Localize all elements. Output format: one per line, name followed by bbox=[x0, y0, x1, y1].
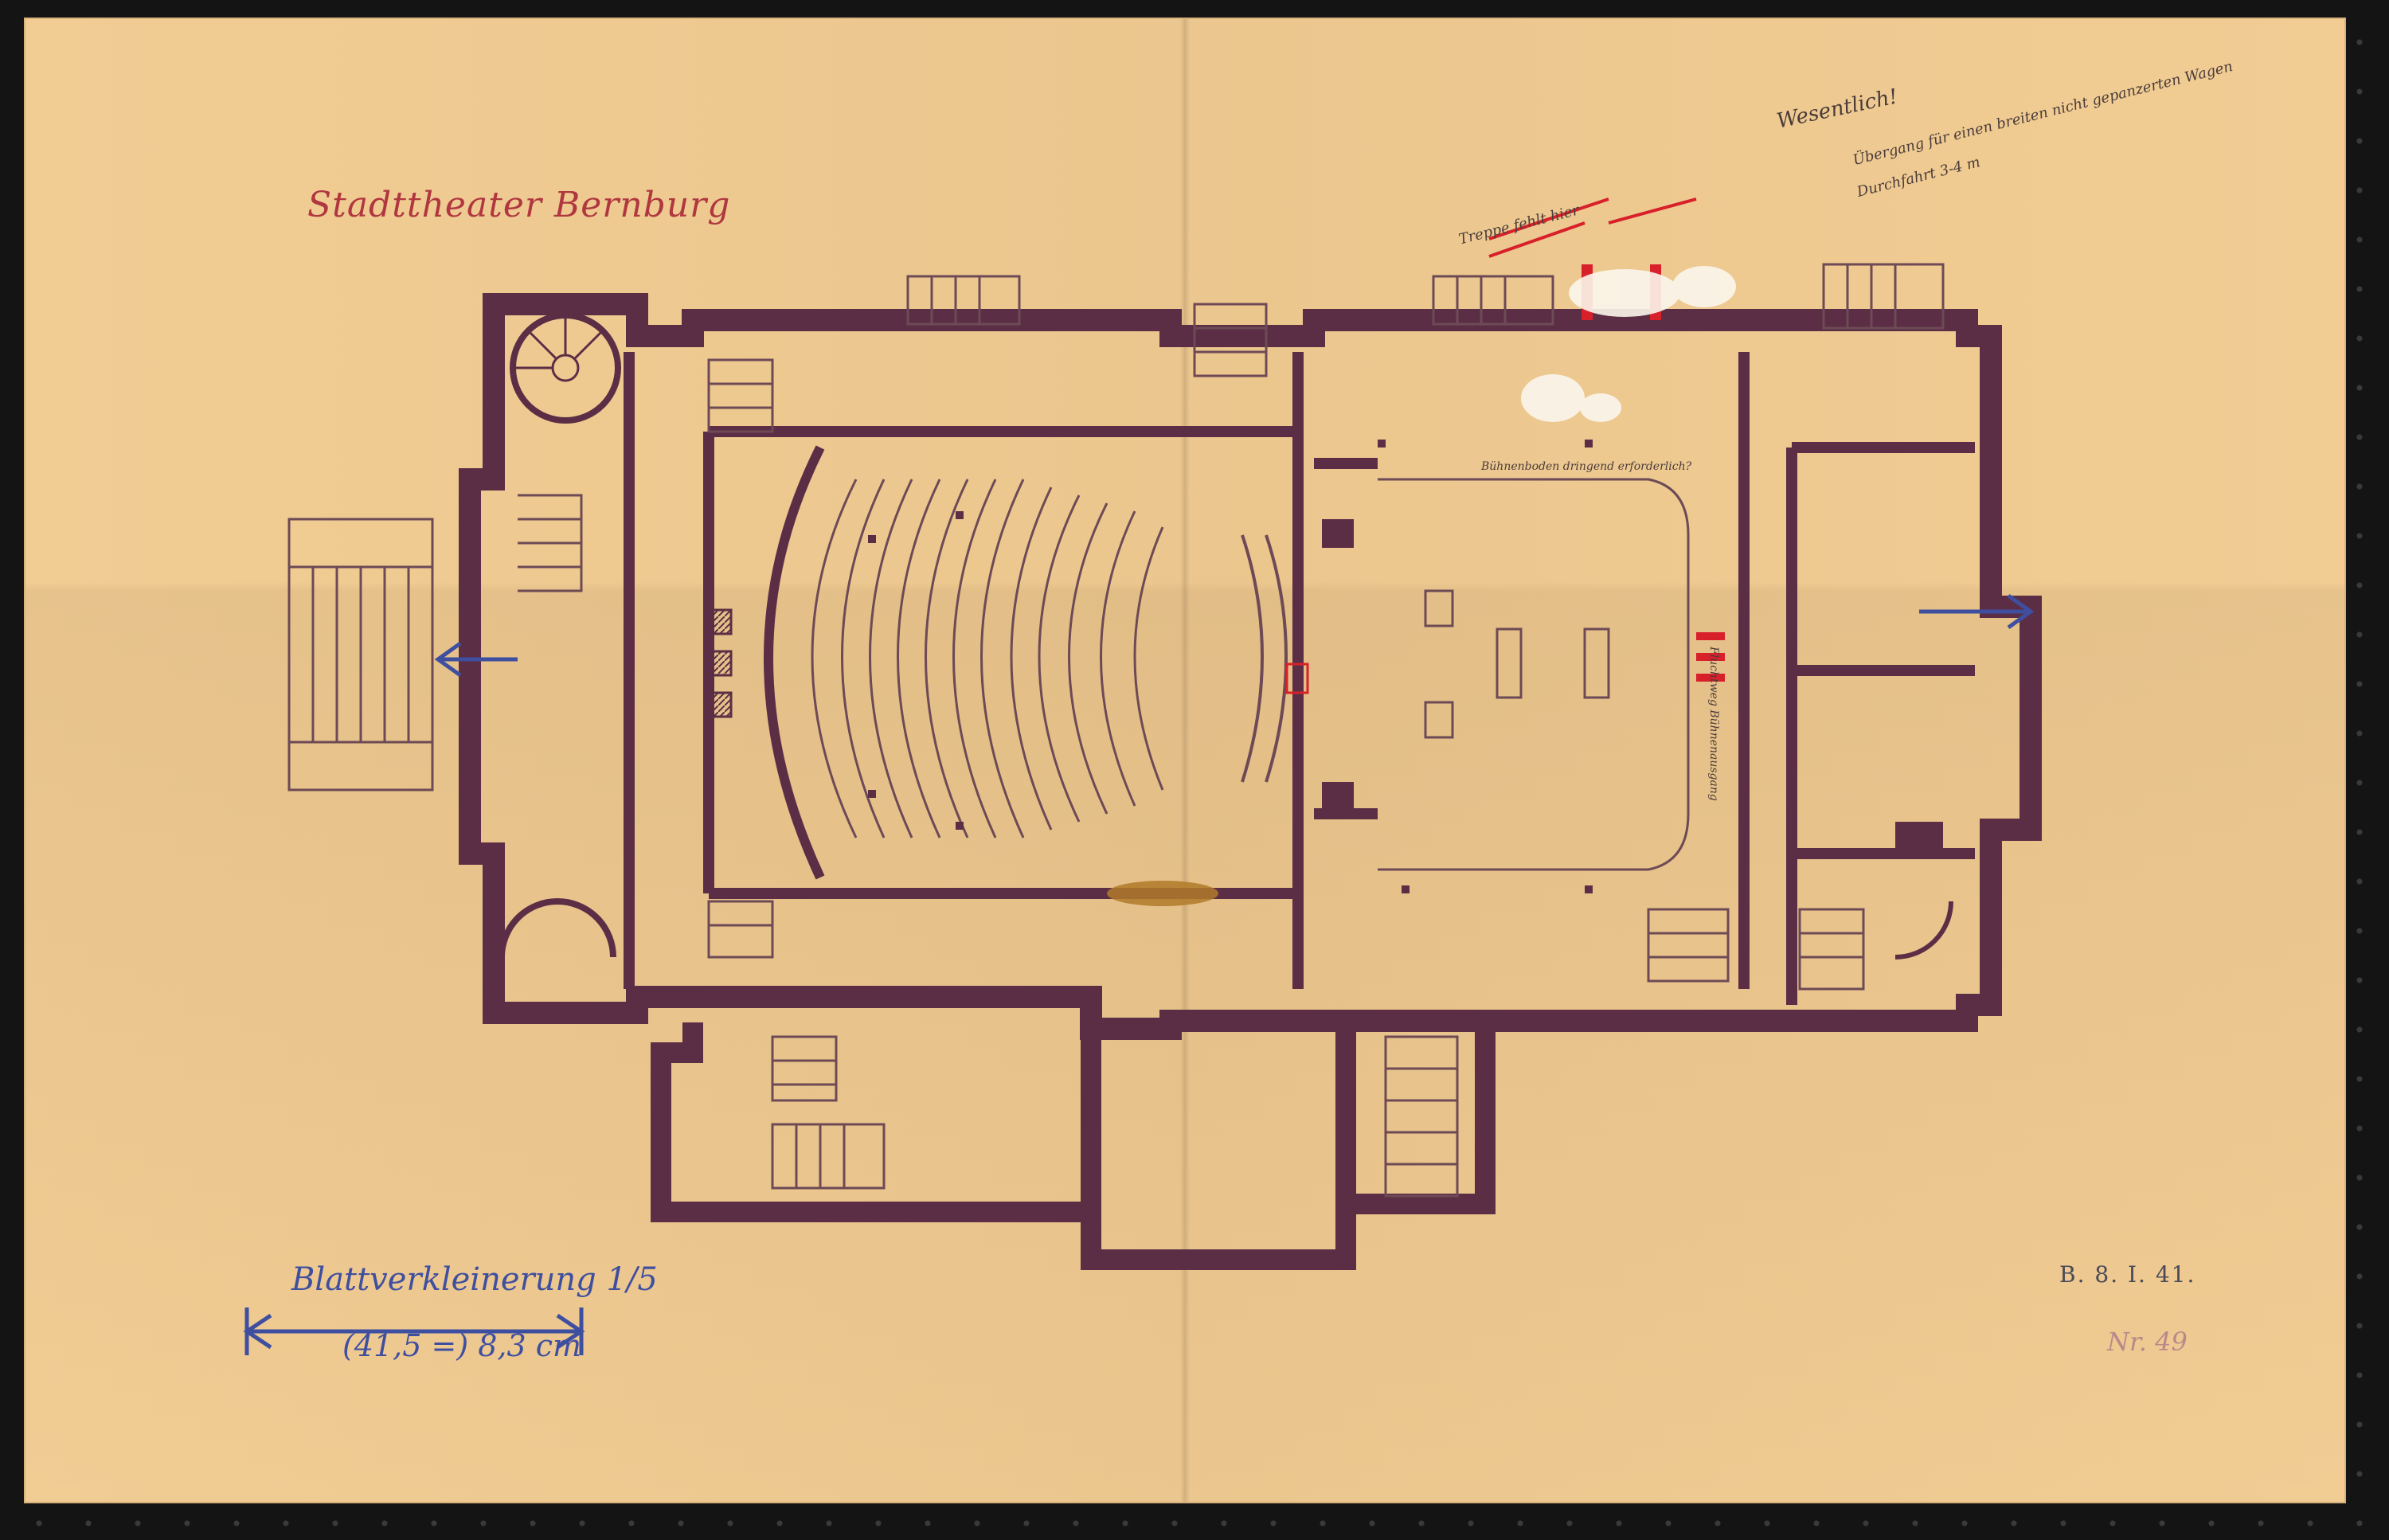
annotation-middle: Bühnenboden dringend erforderlich? bbox=[1481, 460, 1692, 473]
floor-plan bbox=[243, 197, 2042, 1355]
date-stamp: B. 8. I. 41. bbox=[2059, 1261, 2196, 1288]
interior-walls bbox=[624, 352, 1975, 1005]
drawing-title: Stadttheater Bernburg bbox=[307, 185, 731, 225]
erasures bbox=[1521, 266, 1736, 422]
sheet-number: Nr. 49 bbox=[2107, 1327, 2188, 1357]
outer-walls bbox=[459, 293, 2042, 1040]
hatched-blocks bbox=[709, 608, 733, 718]
annotation-side: Fluchtweg Bühnenausgang bbox=[1707, 647, 1720, 801]
red-marks bbox=[1285, 197, 1725, 694]
left-entrance-stair bbox=[287, 518, 434, 791]
columns bbox=[868, 440, 1943, 893]
blue-arrows bbox=[243, 593, 2035, 1355]
drawing-sheet: Stadttheater Bernburg Blattverkleinerung… bbox=[24, 18, 2346, 1503]
stage-area bbox=[1378, 478, 1690, 871]
lower-annex-walls bbox=[651, 1022, 1496, 1270]
spiral-stairs bbox=[499, 312, 1953, 960]
auditorium-seating bbox=[764, 445, 1288, 880]
scale-label: Blattverkleinerung 1/5 bbox=[291, 1261, 658, 1298]
stain bbox=[1107, 881, 1218, 906]
straight-stairs bbox=[518, 263, 1945, 1198]
scale-value: (41,5 =) 8,3 cm bbox=[342, 1328, 582, 1363]
